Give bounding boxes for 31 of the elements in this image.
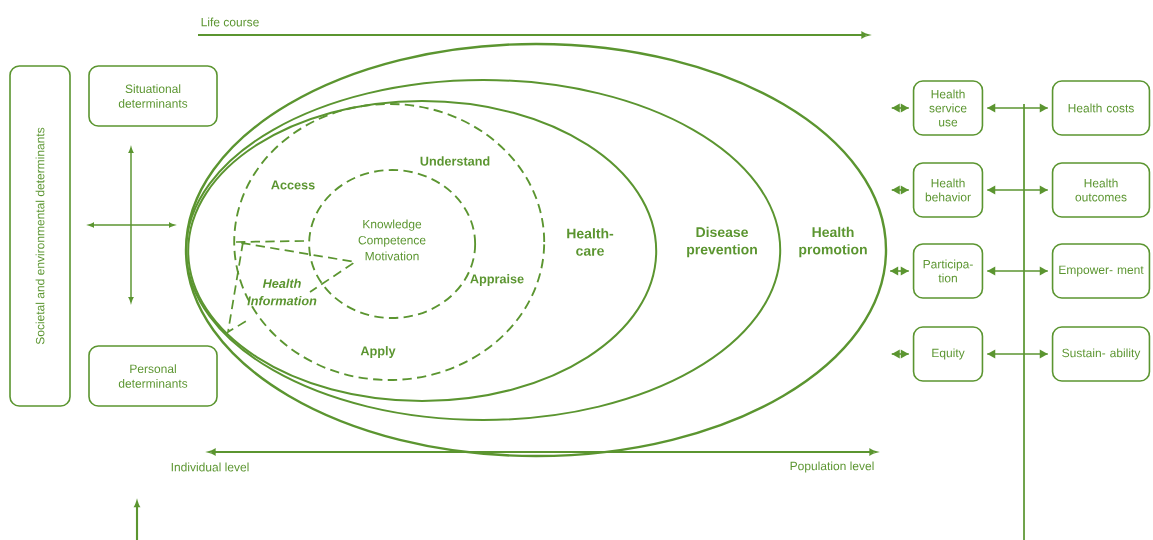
outcome-box: Health outcomes (1051, 162, 1151, 218)
ring-label: Understand (420, 156, 490, 166)
ring-label: Health promotion (799, 226, 867, 258)
arrow (986, 103, 1049, 113)
outcome-box: Health service use (912, 80, 984, 136)
determinant-box: Personal determinants (88, 345, 218, 407)
outcome-box: Empower- ment (1051, 243, 1151, 299)
arrow (889, 266, 910, 276)
ring-label: Access (271, 180, 315, 190)
arrow (986, 266, 1049, 276)
outcome-box: Equity (912, 326, 984, 382)
ring-label: Health- care (567, 228, 614, 256)
outcome-box: Participa- tion (912, 243, 984, 299)
ring-label: Apply (360, 346, 396, 358)
ring-label: Disease prevention (687, 226, 757, 258)
outcome-box: Health costs (1051, 80, 1151, 136)
arrow (986, 185, 1049, 195)
axis-label: Individual level (171, 462, 249, 472)
ring-label: Health Information (247, 278, 317, 306)
arrow (986, 349, 1049, 359)
determinant-box: Situational determinants (88, 65, 218, 127)
outcome-box: Sustain- ability (1051, 326, 1151, 382)
outcome-box: Health behavior (912, 162, 984, 218)
arrow (890, 103, 910, 113)
axis-label: Population level (790, 461, 874, 473)
arrow (890, 349, 910, 359)
ring-label: Appraise (470, 274, 524, 286)
side-box: Societal and environmental determinants (9, 65, 71, 407)
arrow (890, 185, 910, 195)
axis-label: Life course (201, 17, 259, 27)
ring-label: Knowledge Competence Motivation (358, 219, 426, 261)
